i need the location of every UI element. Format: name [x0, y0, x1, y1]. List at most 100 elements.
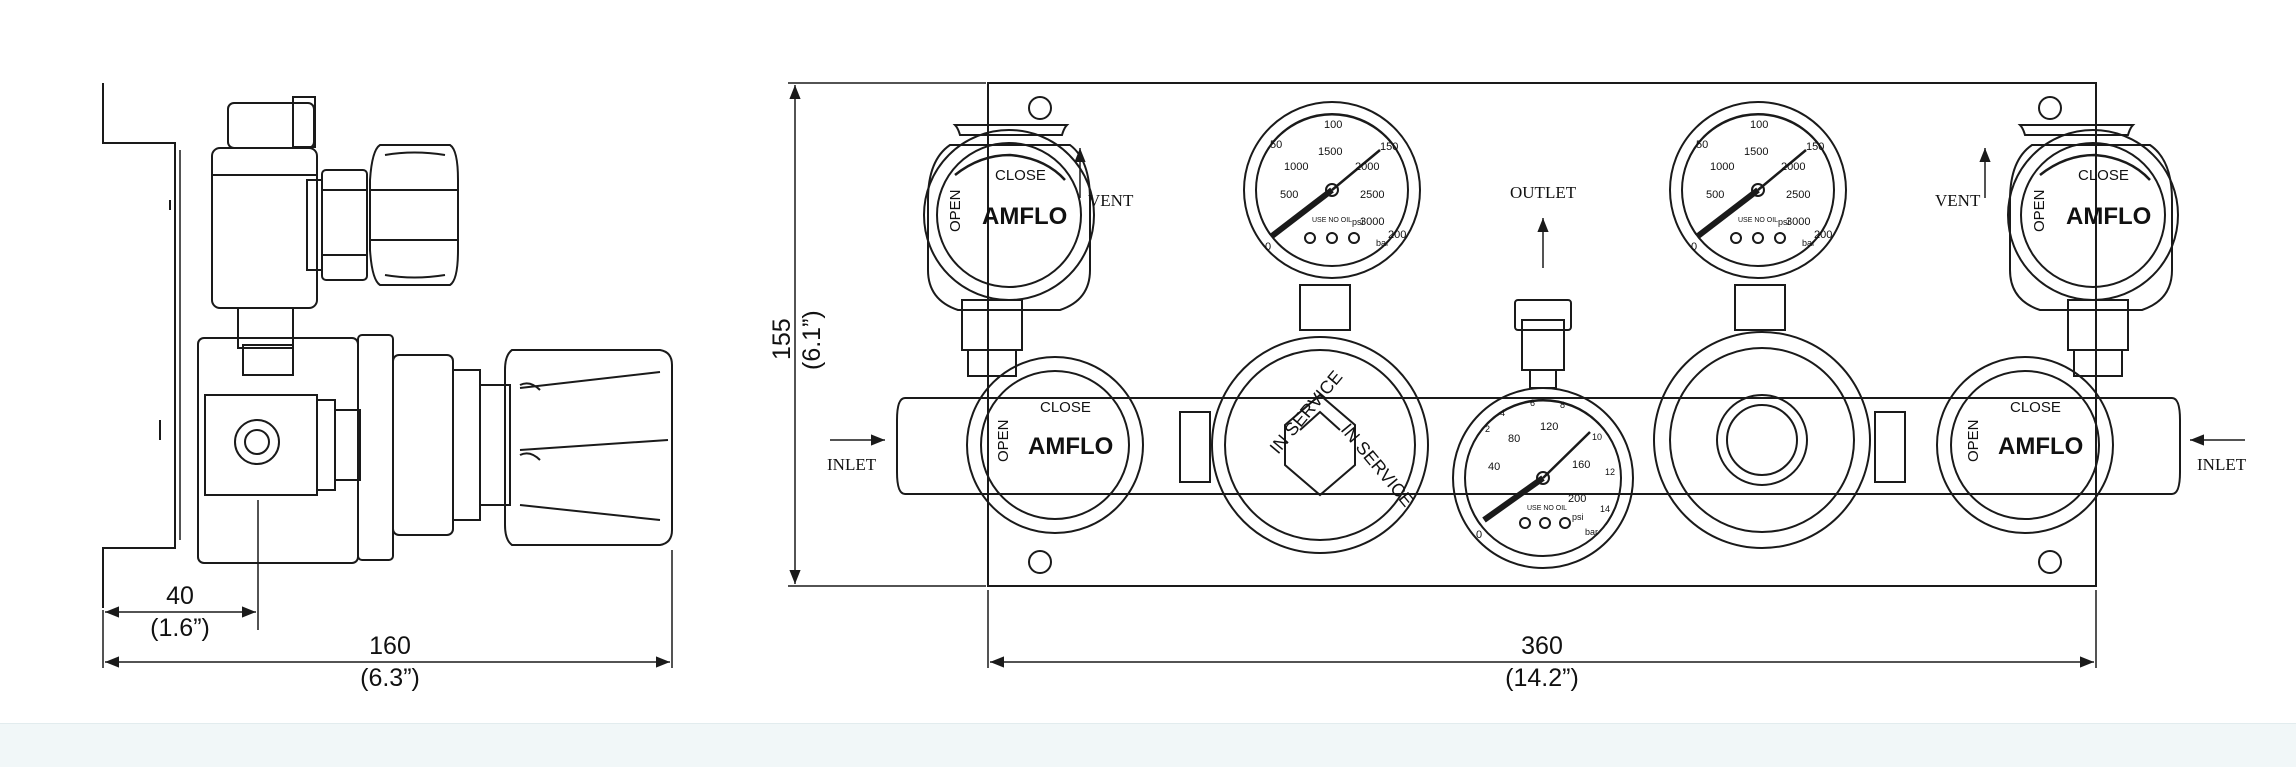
technical-drawing: 40 (1.6”) 160 (6.3”): [102, 82, 2247, 692]
front-dimensions: [788, 82, 2097, 668]
valve-brand-label: AMFLO: [1028, 433, 1113, 460]
svg-text:USE NO OIL: USE NO OIL: [1738, 217, 1778, 224]
side-upper-knob: [369, 144, 459, 286]
valve-open-label: OPEN: [947, 189, 964, 232]
svg-text:2500: 2500: [1786, 189, 1810, 201]
svg-text:psi: psi: [1572, 512, 1584, 522]
mounting-panel: [987, 82, 2097, 587]
svg-text:1000: 1000: [1284, 161, 1308, 173]
svg-text:100: 100: [1750, 119, 1768, 131]
svg-text:psi: psi: [1352, 217, 1364, 227]
in-service-label: IN SERVICE: [1337, 420, 1418, 511]
valve-close-label: CLOSE: [1040, 399, 1091, 416]
svg-text:120: 120: [1540, 421, 1558, 433]
side-inlet-port: [204, 394, 318, 496]
svg-text:3000: 3000: [1360, 216, 1384, 228]
svg-text:2500: 2500: [1360, 189, 1384, 201]
inlet-label-right: INLET: [2197, 455, 2247, 474]
svg-text:200: 200: [1568, 493, 1586, 505]
valve-close-label: CLOSE: [2078, 167, 2129, 184]
outlet-label: OUTLET: [1510, 183, 1577, 202]
delivery-gauge: [1452, 387, 1634, 569]
dim-side-width-imperial: (6.3”): [360, 664, 420, 692]
side-dimensions: [102, 500, 673, 668]
svg-text:10: 10: [1592, 432, 1602, 442]
svg-text:USE NO OIL: USE NO OIL: [1527, 505, 1567, 512]
side-bracket: [102, 83, 176, 608]
svg-text:150: 150: [1806, 141, 1824, 153]
svg-text:150: 150: [1380, 141, 1398, 153]
inlet-label-left: INLET: [827, 455, 877, 474]
pressure-gauge-right: [1669, 101, 1847, 279]
svg-text:0: 0: [1265, 241, 1271, 253]
svg-text:2: 2: [1485, 424, 1490, 434]
flow-arrows: [830, 148, 2245, 446]
dim-height-imperial: (6.1”): [798, 310, 826, 370]
svg-text:80: 80: [1508, 433, 1520, 445]
svg-text:0: 0: [1691, 241, 1697, 253]
side-upper-cap: [227, 102, 315, 149]
side-bonnet: [392, 354, 454, 536]
dim-side-width: 160: [369, 632, 411, 660]
svg-text:14: 14: [1600, 504, 1610, 514]
svg-text:1500: 1500: [1318, 146, 1342, 158]
valve-open-label: OPEN: [2031, 189, 2048, 232]
svg-text:bar: bar: [1585, 527, 1598, 537]
vent-valve-right: [2007, 124, 2179, 311]
inlet-valve-right: [1936, 356, 2114, 534]
valve-open-label: OPEN: [1965, 419, 1982, 462]
dim-front-width-imperial: (14.2”): [1505, 664, 1579, 692]
svg-text:500: 500: [1280, 189, 1298, 201]
svg-text:bar: bar: [1802, 238, 1815, 248]
svg-text:200: 200: [1388, 229, 1406, 241]
vent-label-left: VENT: [1088, 191, 1134, 210]
svg-text:200: 200: [1814, 229, 1832, 241]
vent-valve-left: [923, 124, 1095, 311]
mount-hole: [2038, 96, 2062, 120]
mount-hole: [1028, 550, 1052, 574]
side-view: [102, 83, 673, 608]
dim-height: 155: [768, 318, 796, 360]
svg-text:0: 0: [1476, 529, 1482, 541]
dim-side-offset-imperial: (1.6”): [150, 614, 210, 642]
regulator-body: [1653, 331, 1871, 549]
front-view: [896, 82, 2181, 587]
svg-text:psi: psi: [1778, 217, 1790, 227]
svg-text:4: 4: [1500, 408, 1505, 418]
svg-text:50: 50: [1270, 139, 1282, 151]
svg-text:3000: 3000: [1786, 216, 1810, 228]
svg-text:1500: 1500: [1744, 146, 1768, 158]
svg-text:160: 160: [1572, 459, 1590, 471]
vent-label-right: VENT: [1935, 191, 1981, 210]
svg-text:2000: 2000: [1355, 161, 1379, 173]
svg-text:500: 500: [1706, 189, 1724, 201]
mount-hole: [2038, 550, 2062, 574]
side-adjust-knob: [504, 349, 673, 546]
in-service-label: IN SERVICE: [1266, 367, 1347, 458]
valve-brand-label: AMFLO: [982, 203, 1067, 230]
svg-text:50: 50: [1696, 139, 1708, 151]
gauge-dial-text: 100 1500 1000 500 2000 2500 3000 50 150 …: [1265, 119, 1832, 541]
mount-hole: [1028, 96, 1052, 120]
svg-text:1000: 1000: [1710, 161, 1734, 173]
svg-text:8: 8: [1560, 400, 1565, 410]
valve-close-label: CLOSE: [2010, 399, 2061, 416]
dim-side-offset: 40: [166, 582, 194, 610]
svg-text:40: 40: [1488, 461, 1500, 473]
side-upper-body: [211, 147, 318, 309]
valve-brand-label: AMFLO: [1998, 433, 2083, 460]
svg-text:USE NO OIL: USE NO OIL: [1312, 217, 1352, 224]
svg-text:2000: 2000: [1781, 161, 1805, 173]
valve-close-label: CLOSE: [995, 167, 1046, 184]
footer-band: [0, 723, 2296, 767]
in-service-selector: [1211, 336, 1429, 554]
valve-open-label: OPEN: [995, 419, 1012, 462]
valve-brand-label: AMFLO: [2066, 203, 2151, 230]
manifold-pipe: [896, 397, 2181, 495]
pressure-gauge-left: [1243, 101, 1421, 279]
inlet-valve-left: [966, 356, 1144, 534]
svg-text:6: 6: [1530, 398, 1535, 408]
svg-text:bar: bar: [1376, 238, 1389, 248]
dim-front-width: 360: [1521, 632, 1563, 660]
svg-text:12: 12: [1605, 467, 1615, 477]
